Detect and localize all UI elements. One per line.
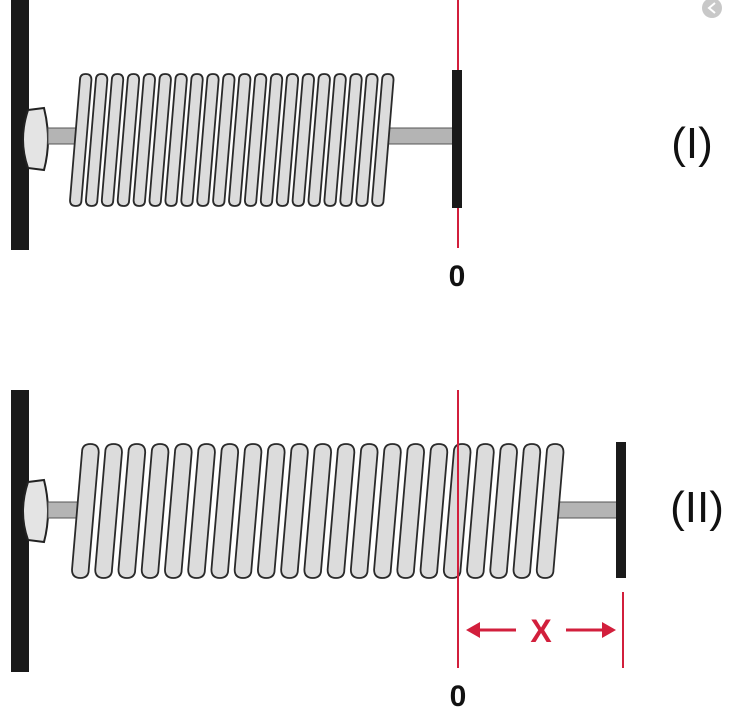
spring-coil <box>164 73 188 207</box>
spring-coil <box>275 73 300 207</box>
zero-label: 0 <box>449 260 466 293</box>
displacement-label: X <box>530 613 552 649</box>
spring-coil <box>94 443 123 579</box>
spring-coil <box>257 443 286 579</box>
spring-coil <box>180 73 204 207</box>
end-plate <box>452 70 462 208</box>
wall <box>11 390 29 672</box>
spring-coil <box>116 73 141 207</box>
spring-coils <box>71 443 565 579</box>
right-arrowhead <box>602 622 616 638</box>
spring-coil <box>233 443 263 579</box>
chevron-left-icon <box>707 2 716 14</box>
rod-right <box>381 127 457 145</box>
spring-coils <box>69 73 395 207</box>
panel-label: (I) <box>671 119 713 168</box>
spring-coil <box>373 443 402 579</box>
spring-coil <box>69 73 93 207</box>
spring-coil <box>259 73 284 207</box>
rod-left <box>47 127 79 145</box>
spring-coil <box>326 443 356 579</box>
close-badge[interactable] <box>702 0 722 18</box>
rod-right <box>551 501 619 519</box>
rod-left <box>47 501 79 519</box>
spring-coil <box>303 443 333 579</box>
spring-coil <box>349 443 379 579</box>
spring-coil <box>339 73 363 207</box>
spring-coil <box>280 443 309 579</box>
zero-label: 0 <box>450 680 467 713</box>
spring-coil <box>243 73 268 207</box>
spring-coil <box>140 443 170 579</box>
spring-coil <box>489 443 518 579</box>
left-arrowhead <box>466 622 480 638</box>
spring-coil <box>323 73 347 207</box>
spring-coil <box>535 443 565 579</box>
spring-coil <box>466 443 495 579</box>
spring-coil <box>291 73 315 207</box>
wall-mount <box>22 106 49 172</box>
spring-coil <box>307 73 331 207</box>
spring-coil <box>117 443 147 579</box>
spring-coil <box>228 73 252 207</box>
spring-coil <box>419 443 449 579</box>
spring-coil <box>212 73 236 207</box>
spring-coil <box>148 73 172 207</box>
spring-coil <box>371 73 395 207</box>
panel-label: (II) <box>670 483 724 532</box>
spring-coil <box>100 73 125 207</box>
spring-coil <box>396 443 425 579</box>
panel-unstretched: 0 (I) <box>11 0 713 293</box>
wall <box>11 0 29 250</box>
spring-coil <box>355 73 379 207</box>
spring-coil <box>71 443 100 579</box>
wall-mount <box>22 478 49 544</box>
spring-coil <box>196 73 220 207</box>
spring-coil <box>187 443 216 579</box>
panel-stretched: X 0 (II) <box>11 390 724 713</box>
end-plate <box>616 442 626 578</box>
spring-coil <box>84 73 109 207</box>
spring-coil <box>164 443 193 579</box>
spring-coil <box>210 443 240 579</box>
spring-coil <box>132 73 156 207</box>
spring-coil <box>512 443 542 579</box>
